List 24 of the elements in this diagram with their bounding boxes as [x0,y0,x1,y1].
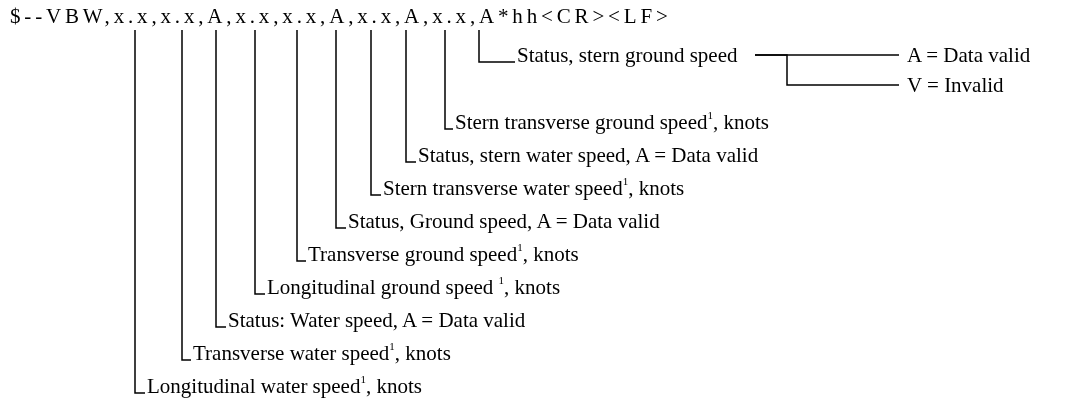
field-description: Status: Water speed, A = Data valid [228,308,526,332]
field-description: Status, stern ground speed [517,43,738,67]
leader-line [181,29,192,361]
field-description: Stern transverse ground speed$^{1}$, knots [455,110,770,134]
leader-line [405,29,417,163]
sentence-format: $--VBW,x.x,x.x,A,x.x,x.x,A,x.x,A,x.x,A*hh<CR><LF> [10,4,672,28]
status-value: V = Invalid [907,73,1004,97]
status-value: A = Data valid [907,43,1031,67]
field-description: Transverse ground speed$^{1}$, knots [308,242,579,266]
field-description: Transverse water speed$^{1}$, knots [193,341,451,365]
leader-line [335,29,347,229]
leader-line [134,29,146,394]
field-description: Status, stern water speed, A = Data valid [418,143,759,167]
field-description: Status, Ground speed, A = Data valid [348,209,660,233]
leader-line [478,29,516,63]
field-description: Longitudinal water speed$^{1}$, knots [147,374,422,398]
leader-line [254,29,266,295]
field-description: Longitudinal ground speed $^{1}$, knots [267,275,561,299]
leader-line [215,29,227,328]
leader-line [444,29,454,130]
field-description: Stern transverse water speed$^{1}$, knots [383,176,685,200]
leader-line [370,29,382,196]
connector-line [754,54,900,86]
leader-line [296,29,307,262]
